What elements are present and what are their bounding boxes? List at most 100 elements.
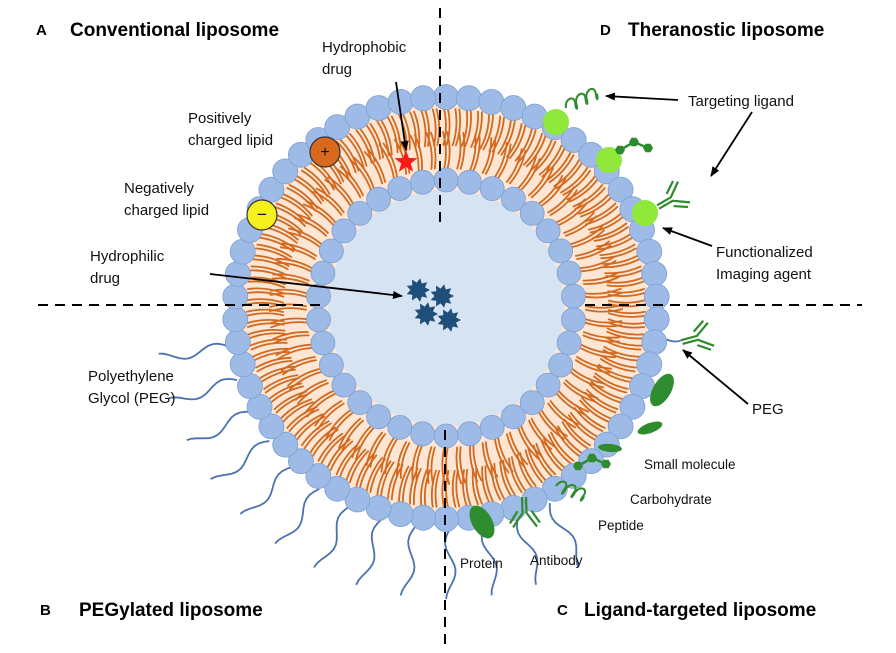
lipid-tail [456, 131, 462, 170]
lipid-tail [305, 200, 337, 224]
lipid-tail [590, 380, 624, 400]
lipid-tail [349, 159, 372, 191]
lipid-tail [430, 469, 437, 508]
lipid-head [318, 352, 344, 378]
lipid-tail [606, 327, 645, 336]
lipid-tail [570, 411, 599, 438]
peg-chain [186, 410, 251, 442]
lipid-tail [273, 206, 306, 227]
peg-chain [313, 505, 350, 568]
lipid-tail [369, 123, 384, 159]
lipid-head [548, 352, 573, 378]
lipid-tail [508, 457, 523, 493]
lipid-head [331, 372, 357, 398]
lipid-tail [523, 132, 543, 166]
lipid-tail [246, 312, 285, 317]
lipid-tail [445, 447, 450, 485]
lipid-head [433, 84, 459, 110]
lipid-tail [249, 269, 287, 280]
lipid-tail [584, 292, 623, 299]
peg-chain [516, 516, 539, 585]
lipid-tail [270, 321, 308, 329]
arrow-targeting-ligand-1 [605, 92, 679, 101]
lipid-tail [303, 422, 332, 449]
lipid-tail [282, 193, 313, 217]
lipid-head [643, 306, 670, 333]
lipid-head [607, 176, 634, 203]
lipid-head [455, 85, 482, 112]
lipid-tail [327, 176, 354, 205]
lipid-tail [596, 233, 632, 248]
lipid-tail [462, 469, 468, 507]
lipid-head [636, 238, 663, 265]
lipid-tail [276, 257, 313, 269]
lipid-tail [571, 368, 606, 385]
lipid-tail [547, 186, 575, 214]
lipid-tail [281, 242, 317, 257]
lipid-tail [304, 390, 335, 415]
small-molecule-icon [573, 453, 611, 471]
lipid-tail [548, 154, 575, 184]
lipid-tail [568, 178, 599, 203]
theranostic-ligands [543, 87, 691, 226]
lipid-tail [341, 419, 364, 452]
lipid-tail [339, 445, 361, 478]
lipid-tail [303, 167, 331, 195]
lipid-tail [335, 140, 357, 174]
lipid-tail [520, 158, 541, 191]
lipid-tail [594, 372, 629, 390]
lipid-tail [367, 149, 386, 183]
lipid-tail [272, 334, 310, 345]
lipid-tail [561, 421, 589, 449]
lipid-tail [499, 460, 512, 497]
lipid-tail [349, 132, 368, 167]
lipid-tail [475, 467, 483, 505]
imaging-agent-icon [632, 200, 658, 226]
lipid-head [410, 504, 437, 531]
lipid-head [287, 448, 314, 475]
lipid-tail [557, 425, 583, 455]
lipid-tail [451, 108, 458, 146]
lipid-tail [255, 247, 292, 261]
lipid-tail [355, 453, 375, 487]
peg-chain [480, 525, 498, 596]
lipid-tail [579, 347, 616, 359]
hydrophobic-drug-star [394, 150, 418, 172]
lipid-head [318, 238, 344, 264]
quadrant-dividers [38, 8, 862, 650]
lipid-tail [593, 375, 628, 394]
lipid-tail [606, 330, 644, 340]
lipid-tail [538, 144, 563, 176]
lipid-tail [260, 368, 296, 383]
lipid-tail [415, 445, 423, 483]
lipid-tail [369, 433, 386, 468]
lipid-tail [599, 243, 636, 256]
lipid-tail [607, 318, 646, 325]
label-carbohydrate: Carbohydrate [630, 492, 712, 507]
lipid-tail [398, 465, 410, 503]
lipid-tail [445, 108, 451, 146]
lipid-head [501, 186, 526, 212]
lipid-tail [365, 431, 383, 466]
lipid-head [560, 127, 587, 153]
lipid-tail [485, 138, 497, 175]
lipid-tail [293, 178, 322, 205]
lipid-tail [246, 291, 285, 298]
lipid-tail [339, 166, 364, 197]
lipid-tail [603, 346, 640, 358]
lipid-tail [459, 132, 466, 170]
peg-chain [158, 342, 229, 360]
imaging-agent-icon [543, 109, 569, 135]
lipid-head [556, 330, 582, 356]
hydrophilic-drug-molecules [406, 278, 461, 332]
lipid-tail [301, 420, 330, 447]
annotation-arrows [209, 81, 753, 405]
lipid-tail [600, 247, 637, 260]
lipid-tail [384, 438, 398, 475]
lipid-tail [470, 110, 480, 148]
arrow-peg [682, 349, 749, 405]
lipid-tail [434, 470, 441, 508]
lipid-tail [393, 138, 407, 175]
lipid-tail [338, 417, 362, 449]
lipid-head [324, 475, 351, 502]
